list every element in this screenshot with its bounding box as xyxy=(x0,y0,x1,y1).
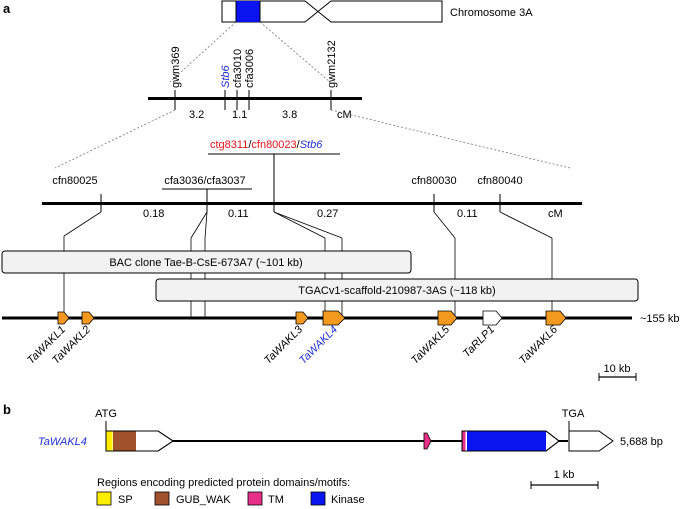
marker-gwm2132: gwm2132 xyxy=(326,40,338,88)
distance-3-2: 3.2 xyxy=(189,109,204,121)
gene-tawakl2-arrow xyxy=(81,311,95,325)
genetic-map-2: cfn80025 cfa3036/cfa3037 cfn80030 cfn800… xyxy=(42,175,582,220)
map1-unit: cM xyxy=(337,109,352,121)
distance-0-11b: 0.11 xyxy=(457,208,478,220)
scale-bar-1kb-label: 1 kb xyxy=(554,469,575,481)
exon-2 xyxy=(423,432,432,450)
marker-ctg8311: ctg8311 xyxy=(210,139,248,151)
chromosome-label: Chromosome 3A xyxy=(450,7,533,19)
contig-length: ~155 kb xyxy=(640,313,679,325)
gene-label-tawakl5: TaWAKL5 xyxy=(409,323,453,367)
distance-0-27: 0.27 xyxy=(317,208,338,220)
marker-gwm369: gwm369 xyxy=(170,46,182,88)
exon-4 xyxy=(568,430,614,452)
legend-title: Regions encoding predicted protein domai… xyxy=(97,477,350,489)
distance-0-11a: 0.11 xyxy=(228,208,249,220)
scaffold-box xyxy=(155,278,639,302)
scale-bar-1kb: 1 kb xyxy=(530,469,599,489)
connector-lines xyxy=(63,211,553,318)
scale-bar-10kb: 10 kb xyxy=(598,363,637,381)
domain-gub-wak xyxy=(113,431,136,451)
bac-clone-box xyxy=(1,250,412,274)
marker-stb6: Stb6 xyxy=(220,64,232,88)
domain-sp xyxy=(106,431,113,451)
legend-label-tm: TM xyxy=(268,494,284,506)
chromosome-highlight xyxy=(236,1,260,22)
marker-cfn80030: cfn80030 xyxy=(411,175,456,187)
domain-kinase xyxy=(467,431,546,451)
legend-swatch-gub-wak xyxy=(154,491,170,506)
legend-label-kinase: Kinase xyxy=(331,494,365,506)
physical-contig xyxy=(2,310,632,326)
stop-codon-label: TGA xyxy=(562,408,585,420)
panel-a-label: a xyxy=(3,1,11,16)
chromosome-ideogram xyxy=(221,0,443,23)
gene-length: 5,688 bp xyxy=(620,436,663,448)
gene-tarlp1-arrow xyxy=(482,310,503,326)
distance-1-1: 1.1 xyxy=(232,109,247,121)
legend-swatch-tm xyxy=(247,491,263,506)
map2-header: ctg8311/cfn80023/Stb6 xyxy=(210,139,323,151)
distance-0-18: 0.18 xyxy=(143,208,164,220)
start-codon-label: ATG xyxy=(95,408,117,420)
gene-tawakl5-arrow xyxy=(437,310,458,326)
marker-stb6-header: Stb6 xyxy=(300,139,324,151)
panel-b-label: b xyxy=(3,402,11,417)
gene-structure xyxy=(105,430,614,452)
gene-tawakl4-arrow xyxy=(322,310,346,326)
marker-cfn80025: cfn80025 xyxy=(52,175,97,187)
genetic-map-1: gwm369 Stb6 cfa3010 cfa3006 gwm2132 3.2 … xyxy=(148,40,362,121)
gene-label-tarlp1: TaRLP1 xyxy=(461,324,497,360)
legend: SP GUB_WAK TM Kinase xyxy=(96,491,365,506)
legend-swatch-kinase xyxy=(310,491,326,506)
gene-tawakl3-arrow xyxy=(295,311,309,325)
marker-cfa3006: cfa3006 xyxy=(244,49,256,88)
gene-label-tawakl4: TaWAKL4 xyxy=(297,324,340,367)
legend-label-gub-wak: GUB_WAK xyxy=(176,494,231,506)
marker-cfn80023: cfn80023 xyxy=(251,139,296,151)
map2-unit: cM xyxy=(548,208,563,220)
bac-clone-label: BAC clone Tae-B-CsE-673A7 (~101 kb) xyxy=(109,257,302,269)
scale-bar-10kb-label: 10 kb xyxy=(604,363,631,375)
scaffold-label: TGACv1-scaffold-210987-3AS (~118 kb) xyxy=(298,285,495,297)
domain-tm-edge xyxy=(462,431,466,451)
legend-swatch-sp xyxy=(96,491,112,506)
distance-3-8: 3.8 xyxy=(282,109,297,121)
gene-tawakl6-arrow xyxy=(545,310,567,326)
gene-name-tawakl4: TaWAKL4 xyxy=(38,436,87,448)
legend-label-sp: SP xyxy=(118,494,133,506)
gene-label-tawakl6: TaWAKL6 xyxy=(517,323,561,367)
gene-tawakl1-arrow xyxy=(57,311,70,325)
marker-cfa3036-cfa3037: cfa3036/cfa3037 xyxy=(164,175,245,187)
marker-cfn80040: cfn80040 xyxy=(477,175,522,187)
marker-cfa3010: cfa3010 xyxy=(232,49,244,88)
